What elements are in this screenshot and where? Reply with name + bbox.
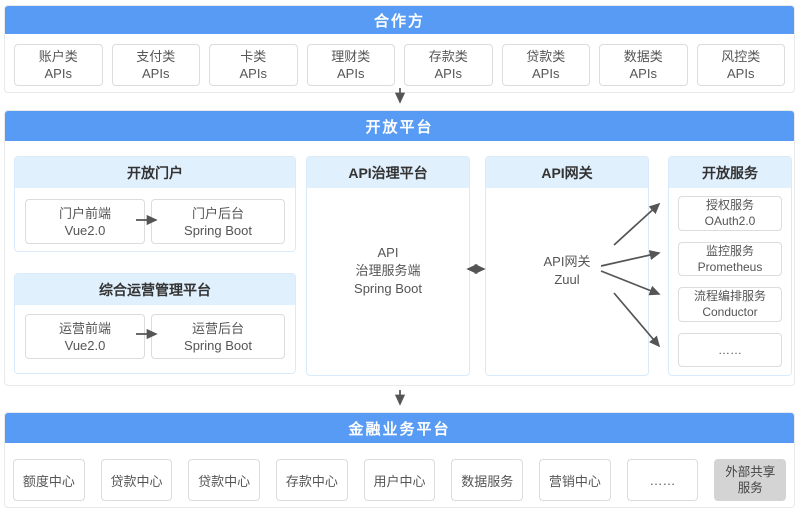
- api-box-name: 数据类: [623, 49, 663, 64]
- node-line1: 流程编排服务: [693, 289, 766, 304]
- api-governance-title: API治理平台: [307, 157, 469, 188]
- api-box: 卡类 APIs: [209, 44, 298, 86]
- center-box: 贷款中心: [188, 459, 261, 501]
- operations-frontend-node: 运营前端 Vue2.0: [25, 314, 145, 359]
- node-line1: 外部共享: [725, 465, 776, 479]
- center-box: 数据服务: [451, 459, 524, 501]
- center-box: ……: [626, 459, 699, 501]
- external-shared-service-box: 外部共享 服务: [714, 459, 787, 501]
- operations-title: 综合运营管理平台: [15, 274, 295, 305]
- api-box-sub: APIs: [434, 66, 462, 81]
- node-line2: 服务: [737, 481, 763, 495]
- node-line2: OAuth2.0: [704, 214, 756, 229]
- node-line2: Vue2.0: [64, 222, 106, 238]
- partners-api-row: 账户类 APIs 支付类 APIs 卡类 APIs 理财类 APIs 存款类 A…: [14, 44, 785, 86]
- node-line2: Prometheus: [697, 259, 763, 274]
- api-box: 数据类 APIs: [599, 44, 688, 86]
- service-box-monitor: 监控服务 Prometheus: [678, 241, 782, 276]
- node-line1: 运营后台: [191, 320, 244, 336]
- center-box: 营销中心: [539, 459, 611, 501]
- portal-frontend-node: 门户前端 Vue2.0: [25, 199, 145, 244]
- api-box: 支付类 APIs: [111, 44, 200, 86]
- center-box: 额度中心: [13, 459, 85, 501]
- node-line3: Spring Boot: [354, 280, 422, 296]
- node-line2: Vue2.0: [64, 337, 106, 353]
- open-portal-panel: 开放门户 门户前端 Vue2.0 门户后台 Spring Boot: [14, 156, 296, 252]
- open-services-title: 开放服务: [669, 157, 791, 188]
- partners-header: 合作方: [5, 6, 794, 34]
- api-box-sub: APIs: [629, 66, 657, 81]
- node-line1: ……: [718, 342, 742, 357]
- api-box-name: 卡类: [240, 49, 267, 64]
- api-box: 存款类 APIs: [404, 44, 493, 86]
- node-line2: Spring Boot: [184, 337, 252, 353]
- node-line1: 运营前端: [58, 320, 111, 336]
- api-box: 贷款类 APIs: [501, 44, 590, 86]
- open-platform-header: 开放平台: [5, 111, 794, 141]
- node-line2: Conductor: [702, 305, 758, 320]
- center-box: 贷款中心: [100, 459, 173, 501]
- api-box-sub: APIs: [727, 66, 755, 81]
- api-box-name: 支付类: [136, 49, 176, 64]
- api-gateway-panel: API网关 API网关 Zuul: [485, 156, 649, 376]
- api-box-sub: APIs: [532, 66, 560, 81]
- api-box-name: 理财类: [331, 49, 371, 64]
- api-box-name: 存款类: [428, 49, 468, 64]
- api-gateway-title: API网关: [486, 157, 648, 188]
- open-platform-section: 开放平台 开放门户 门户前端 Vue2.0 门户后台 Spring Boot 综…: [4, 110, 795, 386]
- open-portal-title: 开放门户: [15, 157, 295, 188]
- node-line2: Zuul: [554, 271, 580, 287]
- business-centers-row: 额度中心 贷款中心 贷款中心 存款中心 用户中心 数据服务 营销中心 …… 外部…: [13, 459, 787, 501]
- node-line2: Spring Boot: [184, 222, 252, 238]
- business-platform-header: 金融业务平台: [5, 413, 794, 443]
- operations-backend-node: 运营后台 Spring Boot: [151, 314, 285, 359]
- node-line1: 授权服务: [705, 198, 754, 213]
- api-box: 理财类 APIs: [306, 44, 395, 86]
- service-box-more: ……: [678, 332, 782, 367]
- business-platform-section: 金融业务平台 额度中心 贷款中心 贷款中心 存款中心 用户中心 数据服务 营销中…: [4, 412, 795, 508]
- api-gateway-node: API网关 Zuul: [486, 188, 648, 375]
- api-box: 风控类 APIs: [696, 44, 785, 86]
- center-box: 存款中心: [276, 459, 348, 501]
- partners-section: 合作方 账户类 APIs 支付类 APIs 卡类 APIs 理财类 APIs 存…: [4, 5, 795, 93]
- api-governance-node: API 治理服务端 Spring Boot: [307, 188, 469, 375]
- api-box-name: 账户类: [38, 49, 78, 64]
- center-box: 用户中心: [363, 459, 436, 501]
- operations-panel: 综合运营管理平台 运营前端 Vue2.0 运营后台 Spring Boot: [14, 273, 296, 374]
- service-box-auth: 授权服务 OAuth2.0: [678, 196, 782, 231]
- service-box-orchestration: 流程编排服务 Conductor: [678, 287, 782, 322]
- open-services-list: 授权服务 OAuth2.0 监控服务 Prometheus 流程编排服务 Con…: [669, 188, 791, 375]
- api-box-sub: APIs: [44, 66, 72, 81]
- open-services-panel: 开放服务 授权服务 OAuth2.0 监控服务 Prometheus 流程编排服…: [668, 156, 792, 376]
- portal-flow-row: 门户前端 Vue2.0 门户后台 Spring Boot: [25, 199, 285, 244]
- api-box-sub: APIs: [142, 66, 170, 81]
- node-line1: 门户后台: [191, 205, 244, 221]
- api-box-sub: APIs: [337, 66, 365, 81]
- operations-flow-row: 运营前端 Vue2.0 运营后台 Spring Boot: [25, 314, 285, 359]
- api-box: 账户类 APIs: [14, 44, 103, 86]
- portal-backend-node: 门户后台 Spring Boot: [151, 199, 285, 244]
- node-line2: 治理服务端: [355, 262, 421, 278]
- api-governance-panel: API治理平台 API 治理服务端 Spring Boot: [306, 156, 470, 376]
- api-box-sub: APIs: [239, 66, 267, 81]
- node-line1: API网关: [543, 253, 591, 269]
- api-box-name: 贷款类: [526, 49, 566, 64]
- api-box-name: 风控类: [721, 49, 761, 64]
- node-line1: API: [377, 244, 399, 260]
- node-line1: 监控服务: [705, 243, 754, 258]
- node-line1: 门户前端: [58, 205, 111, 221]
